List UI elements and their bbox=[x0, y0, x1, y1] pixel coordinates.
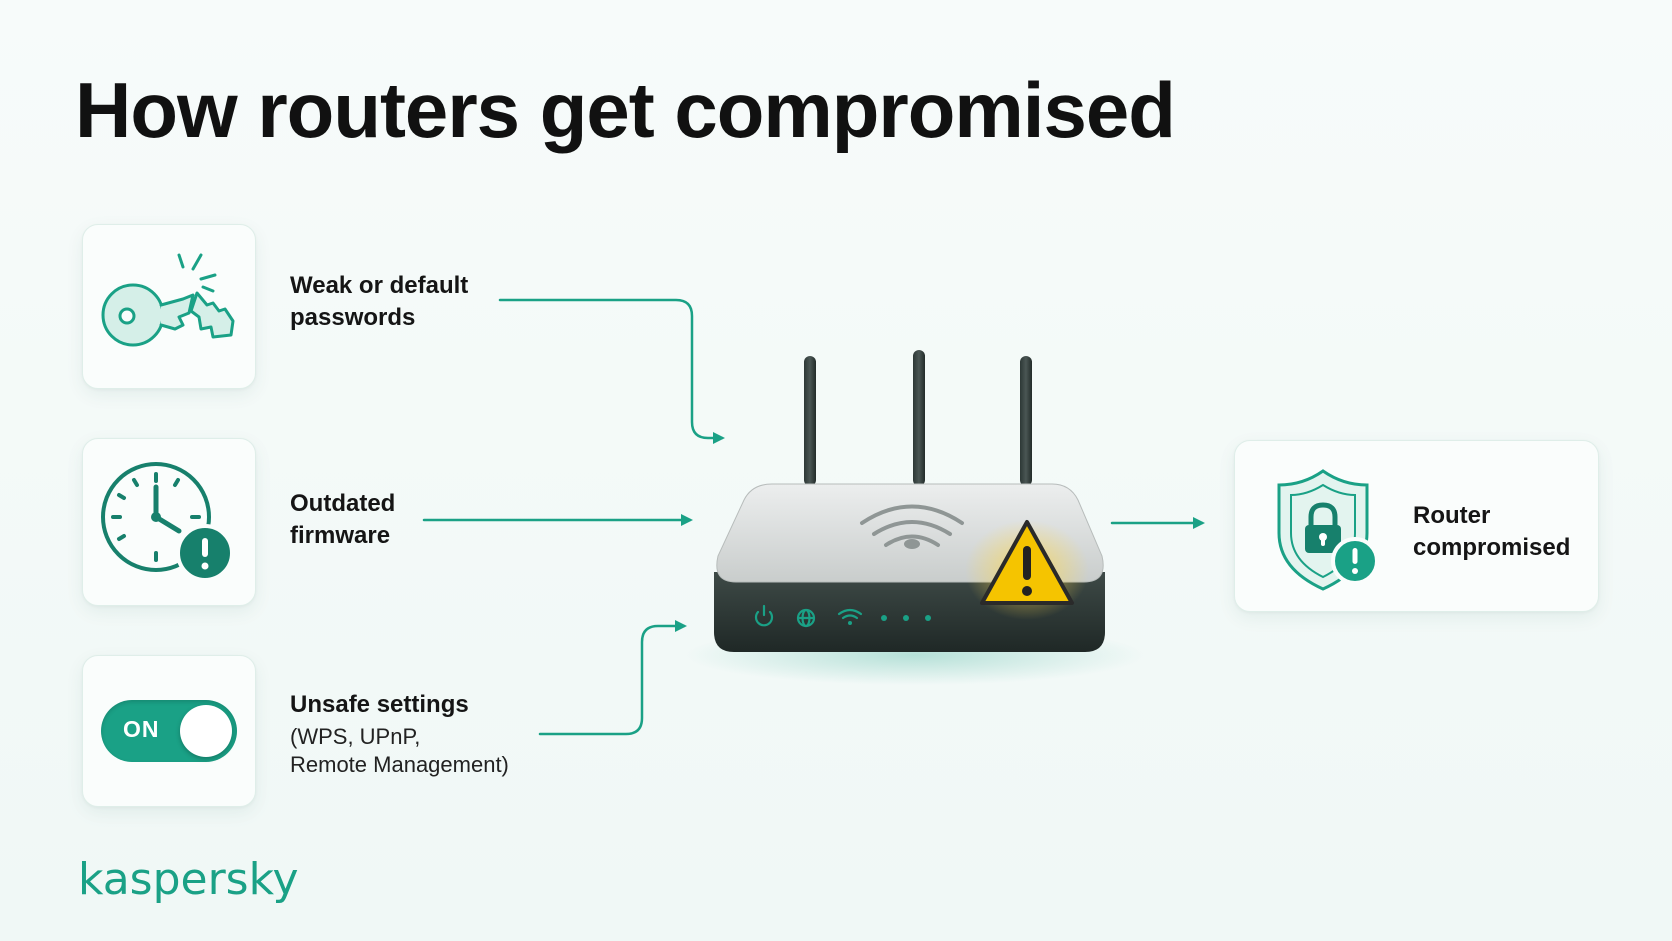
cause-card-weak-passwords bbox=[82, 224, 256, 389]
toggle-on-text: ON bbox=[123, 716, 160, 742]
cause-details-unsafe-settings: (WPS, UPnP, Remote Management) bbox=[290, 724, 509, 777]
page-title: How routers get compromised bbox=[75, 66, 1176, 154]
cause-card-outdated-firmware bbox=[82, 438, 256, 606]
broken-key-icon bbox=[101, 253, 235, 347]
clock-alert-icon bbox=[101, 462, 234, 582]
result-label: Router compromised bbox=[1413, 502, 1571, 561]
toggle-knob bbox=[180, 705, 232, 757]
brand-logo: kaspersky bbox=[78, 854, 299, 905]
cause-label-unsafe-settings: Unsafe settings bbox=[290, 691, 469, 718]
toggle-on-icon: ON bbox=[101, 700, 237, 762]
result-card-router-compromised bbox=[1234, 440, 1599, 612]
arrow-passwords-to-router bbox=[498, 298, 725, 444]
cause-label-weak-passwords: Weak or default passwords bbox=[290, 272, 469, 331]
shield-lock-alert-icon bbox=[1277, 469, 1379, 591]
warning-triangle-icon bbox=[965, 520, 1089, 620]
cause-label-outdated-firmware: Outdated firmware bbox=[290, 490, 396, 549]
arrow-settings-to-router bbox=[538, 620, 687, 736]
